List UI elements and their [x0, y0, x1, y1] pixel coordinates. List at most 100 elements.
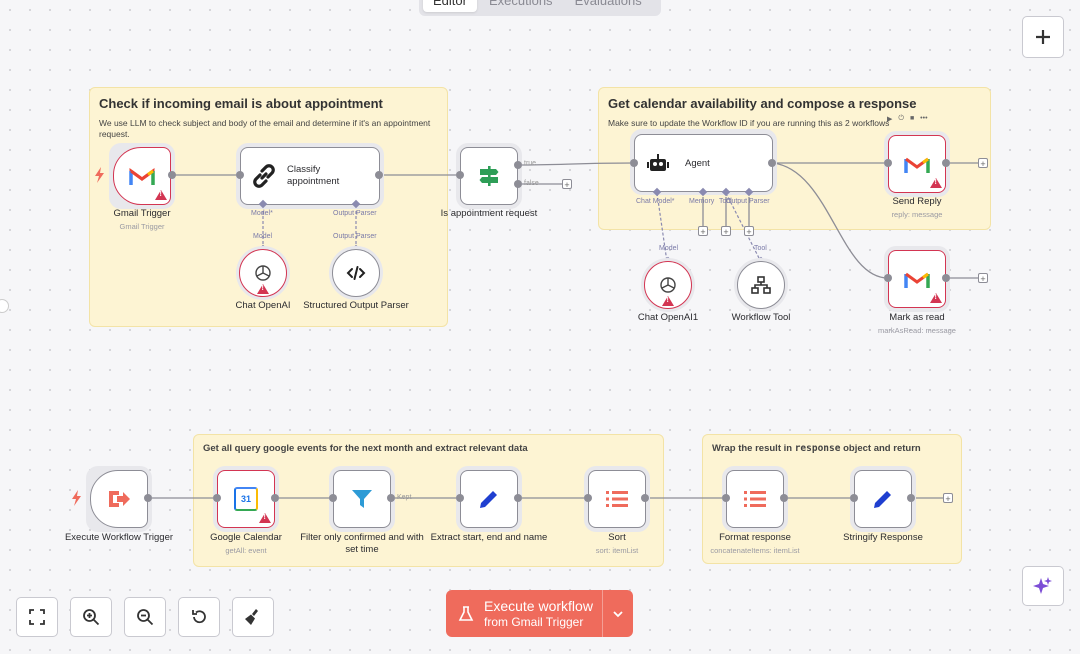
execute-dropdown[interactable] [602, 590, 633, 637]
node-filter[interactable] [333, 470, 391, 528]
output-port[interactable] [641, 494, 649, 502]
add-memory-button[interactable]: + [698, 226, 708, 237]
add-parser-button[interactable]: + [744, 226, 754, 237]
link-icon [253, 164, 275, 188]
output-port[interactable] [144, 494, 152, 502]
output-port[interactable] [942, 159, 950, 167]
output-port[interactable] [387, 494, 395, 502]
add-tool-button[interactable]: + [721, 226, 731, 237]
input-port[interactable] [213, 494, 221, 502]
zoom-out-button[interactable] [124, 597, 166, 637]
add-connection-button[interactable]: + [943, 493, 953, 504]
warning-icon [930, 293, 942, 303]
port-label: Chat Model* [636, 198, 675, 205]
input-port[interactable] [630, 159, 638, 167]
add-connection-button[interactable]: + [978, 273, 988, 284]
node-label: Google Calendar [210, 532, 282, 543]
title-part: object and return [840, 443, 921, 454]
execute-workflow-button[interactable]: Execute workflow from Gmail Trigger [446, 590, 633, 637]
add-node-button[interactable] [1022, 16, 1064, 58]
calendar-icon: 31 [234, 487, 258, 511]
add-connection-button[interactable]: + [562, 179, 572, 190]
node-label: Sort [608, 532, 626, 543]
node-sublabel: markAsRead: message [878, 326, 956, 335]
input-port[interactable] [456, 171, 464, 179]
output-port-true[interactable] [514, 161, 522, 169]
plus-icon [1036, 30, 1050, 44]
output-port[interactable] [942, 274, 950, 282]
node-agent[interactable]: Agent [634, 134, 773, 192]
node-label: Mark as read [889, 312, 945, 323]
trigger-bolt-icon [95, 167, 104, 183]
sparkle-icon [1033, 577, 1052, 594]
output-port[interactable] [780, 494, 788, 502]
output-port[interactable] [907, 494, 915, 502]
node-sort[interactable] [588, 470, 646, 528]
warning-icon [930, 178, 942, 188]
zoom-in-button[interactable] [70, 597, 112, 637]
sticky-subtitle: Make sure to update the Workflow ID if y… [608, 118, 890, 128]
input-port[interactable] [456, 494, 464, 502]
output-port[interactable] [168, 171, 176, 179]
input-port[interactable] [850, 494, 858, 502]
execute-sublabel: from Gmail Trigger [484, 614, 584, 629]
sticky-subtitle: We use LLM to check subject and body of … [99, 118, 431, 139]
trigger-bolt-icon [72, 490, 81, 506]
warning-icon [259, 513, 271, 523]
node-extract[interactable] [460, 470, 518, 528]
sticky-title: Wrap the result in response object and r… [712, 443, 921, 454]
tidy-up-button[interactable] [232, 597, 274, 637]
output-port[interactable] [514, 494, 522, 502]
node-google-calendar[interactable]: 31 [217, 470, 275, 528]
sitemap-icon [751, 276, 771, 294]
fit-view-button[interactable] [16, 597, 58, 637]
node-label: Stringify Response [843, 532, 923, 543]
gmail-icon [904, 157, 930, 173]
more-icon[interactable]: ••• [920, 115, 928, 122]
input-port[interactable] [329, 494, 337, 502]
tab-editor[interactable]: Editor [423, 0, 477, 12]
node-stringify-response[interactable] [854, 470, 912, 528]
node-classify-appointment[interactable]: Classify appointment [240, 147, 380, 205]
node-execute-workflow-trigger[interactable] [90, 470, 148, 528]
input-port[interactable] [236, 171, 244, 179]
node-label: Filter only confirmed and with set time [300, 532, 424, 555]
zoom-in-icon [83, 609, 100, 626]
port-label: Output Parser [726, 198, 770, 205]
sidebar-toggle[interactable] [0, 299, 9, 313]
node-hover-toolbar: ▶ ⏻ ■ ••• [887, 115, 947, 127]
node-workflow-tool[interactable] [737, 261, 785, 309]
zoom-out-icon [137, 609, 154, 626]
tab-executions[interactable]: Executions [488, 0, 553, 8]
input-port[interactable] [722, 494, 730, 502]
tab-evaluations[interactable]: Evaluations [574, 0, 642, 8]
node-structured-output-parser[interactable] [332, 249, 380, 297]
power-icon[interactable]: ⏻ [898, 115, 904, 122]
output-port[interactable] [271, 494, 279, 502]
view-tabs: Editor Executions Evaluations [419, 0, 661, 16]
reset-zoom-button[interactable] [178, 597, 220, 637]
ai-assistant-button[interactable] [1022, 566, 1064, 606]
port-label: Memory [689, 198, 715, 205]
sign-in-icon [109, 491, 130, 507]
node-sublabel: getAll: event [225, 546, 267, 555]
node-label: Send Reply [892, 196, 942, 207]
node-if-appointment[interactable] [460, 147, 518, 205]
port-label: Output Parser [333, 233, 377, 240]
openai-icon [255, 265, 271, 281]
sticky-title: Check if incoming email is about appoint… [99, 96, 383, 111]
trash-icon[interactable]: ■ [909, 115, 915, 122]
output-port[interactable] [375, 171, 383, 179]
input-port[interactable] [884, 159, 892, 167]
fullscreen-icon [29, 609, 45, 625]
play-icon[interactable]: ▶ [887, 116, 893, 123]
list-icon [744, 491, 766, 507]
node-format-response[interactable] [726, 470, 784, 528]
output-port-false[interactable] [514, 180, 522, 188]
input-port[interactable] [584, 494, 592, 502]
output-port[interactable] [768, 159, 776, 167]
input-port[interactable] [884, 274, 892, 282]
node-label: Chat OpenAI1 [637, 312, 699, 323]
add-connection-button[interactable]: + [978, 158, 988, 169]
node-label: Chat OpenAI [235, 300, 291, 311]
